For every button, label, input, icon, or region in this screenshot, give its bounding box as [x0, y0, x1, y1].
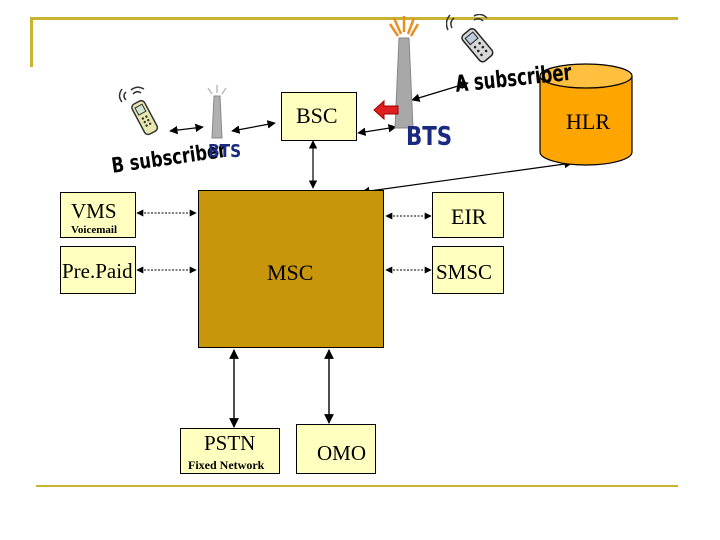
prepaid-box: Pre.Paid	[60, 246, 136, 294]
link-bsc-bts2	[357, 124, 397, 136]
omo-box: OMO	[296, 424, 376, 474]
msc-box: MSC	[198, 190, 384, 348]
pstn-box: PSTN Fixed Network	[180, 428, 280, 474]
bsc-box: BSC	[281, 92, 357, 141]
link-hlr-msc	[361, 159, 573, 196]
antenna-tower-icon	[388, 16, 420, 129]
eir-box: EIR	[432, 192, 504, 238]
smsc-box: SMSC	[432, 246, 504, 294]
bts-right-label: BTS	[406, 122, 453, 152]
bsc-label: BSC	[296, 103, 338, 128]
link-bts-bsc	[231, 120, 276, 134]
antenna-tower-icon	[207, 85, 227, 139]
frame-left-rule	[30, 17, 33, 67]
eir-label: EIR	[451, 204, 487, 229]
link-bsub-bts	[169, 123, 204, 135]
msc-label: MSC	[267, 260, 314, 285]
red-arrow-icon	[373, 99, 399, 121]
frame-top-rule	[30, 17, 678, 20]
frame-bottom-rule	[36, 485, 678, 487]
vms-box: VMS Voicemail	[60, 192, 136, 238]
vms-sublabel: Voicemail	[71, 224, 118, 236]
database-cylinder-icon	[539, 63, 633, 166]
link-asub-bts2	[411, 81, 469, 102]
pstn-label: PSTN	[204, 431, 256, 455]
vms-label: VMS	[71, 199, 117, 223]
hlr-label: HLR	[566, 109, 610, 134]
mobile-phone-icon	[446, 14, 494, 63]
pstn-sublabel: Fixed Network	[188, 458, 265, 472]
prepaid-label: Pre.Paid	[62, 259, 133, 283]
mobile-phone-icon	[118, 86, 159, 136]
omo-label: OMO	[317, 441, 367, 465]
bts-left-label: BTS	[208, 141, 242, 162]
smsc-label: SMSC	[436, 260, 493, 284]
